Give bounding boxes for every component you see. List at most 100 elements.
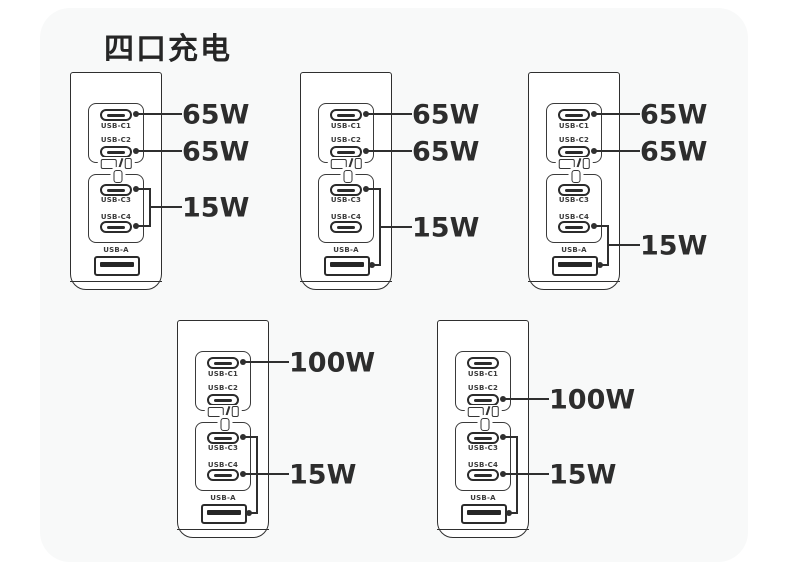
usb-c2-label: USB-C2: [207, 384, 239, 392]
usb-c4-label: USB-C4: [467, 461, 499, 469]
port-pin: [337, 188, 355, 192]
port-pin: [474, 398, 492, 402]
wattage-label: 100W: [289, 347, 376, 379]
usb-c4-label: USB-C4: [558, 213, 590, 221]
usb-a-port: [461, 504, 507, 524]
callout-line: [243, 473, 289, 475]
phone-icon: [571, 170, 581, 183]
usb-c2-label: USB-C2: [558, 136, 590, 144]
usb-c1-label: USB-C1: [207, 370, 239, 378]
wattage-label: 15W: [412, 212, 480, 244]
port-pin: [107, 113, 125, 117]
usb-a-port: [552, 256, 598, 276]
usb-c3-port: [207, 432, 239, 444]
laptop-icon: [100, 158, 117, 169]
charger-diagram-1: USB-C1 USB-C2 USB-C3 USB-C4 USB-A: [70, 72, 262, 290]
port-pin: [107, 150, 125, 154]
usb-a-label: USB-A: [561, 246, 587, 254]
usb-a-contact: [558, 262, 592, 267]
port-pin: [337, 150, 355, 154]
phone-icon: [113, 170, 123, 183]
wattage-label: 15W: [640, 230, 708, 262]
callout-line: [509, 512, 517, 514]
laptop-icon: [207, 406, 224, 417]
port-pin: [214, 473, 232, 477]
usb-c2-label: USB-C2: [100, 136, 132, 144]
charger-body: USB-C1 USB-C2 USB-C3 USB-C4 USB-A: [528, 72, 620, 290]
usb-c3-label: USB-C3: [207, 444, 239, 452]
usb-c4-port: [207, 469, 239, 481]
phone-icon: [582, 158, 590, 169]
phone-icon: [491, 406, 499, 417]
wattage-label: 15W: [182, 192, 250, 224]
port-pin: [107, 225, 125, 229]
port-pin: [337, 225, 355, 229]
charger-diagram-5: USB-C1 USB-C2 USB-C3 USB-C4 USB-A: [437, 320, 635, 538]
usb-c3-port: [467, 432, 499, 444]
callout-line: [366, 188, 380, 190]
charger-body: USB-C1 USB-C2 USB-C3 USB-C4 USB-A: [437, 320, 529, 538]
usb-a-contact: [207, 510, 241, 515]
phone-icon: [480, 418, 490, 431]
slash-divider: [485, 406, 490, 417]
callout-line: [600, 264, 608, 266]
usb-c1-label: USB-C1: [558, 122, 590, 130]
usb-c3-label: USB-C3: [330, 196, 362, 204]
slash-divider: [118, 158, 123, 169]
port-pin: [474, 361, 492, 365]
callout-line: [503, 436, 517, 438]
usb-a-contact: [100, 262, 134, 267]
phone-icon: [231, 406, 239, 417]
usb-c4-port: [330, 221, 362, 233]
callout-line: [249, 512, 257, 514]
usb-c3-label: USB-C3: [467, 444, 499, 452]
usb-c4-label: USB-C4: [100, 213, 132, 221]
callout-line: [372, 264, 380, 266]
port-pin: [565, 150, 583, 154]
phone-icon: [354, 158, 362, 169]
callout-line: [594, 113, 640, 115]
wattage-label: 65W: [412, 136, 480, 168]
usb-c3-port: [558, 184, 590, 196]
port-pin: [337, 113, 355, 117]
usb-c1-port: [467, 357, 499, 369]
usb-c1-port: [330, 109, 362, 121]
device-icons-row: [555, 157, 593, 170]
wattage-label: 15W: [549, 459, 617, 491]
usb-c1-port: [100, 109, 132, 121]
usb-c3-port: [330, 184, 362, 196]
wattage-label: 65W: [640, 99, 708, 131]
port-pin: [214, 436, 232, 440]
wattage-label: 65W: [182, 136, 250, 168]
usb-a-contact: [330, 262, 364, 267]
callout-line: [136, 188, 150, 190]
usb-c2-label: USB-C2: [330, 136, 362, 144]
callout-line: [380, 226, 412, 228]
usb-c3-label: USB-C3: [100, 196, 132, 204]
callout-line: [503, 473, 549, 475]
port-pin: [474, 473, 492, 477]
wattage-label: 65W: [640, 136, 708, 168]
usb-a-contact: [467, 510, 501, 515]
charger-diagram-2: USB-C1 USB-C2 USB-C3 USB-C4 USB-A: [300, 72, 492, 290]
usb-c4-port: [100, 221, 132, 233]
usb-c2-label: USB-C2: [467, 384, 499, 392]
port-pin: [214, 398, 232, 402]
usb-c3-port: [100, 184, 132, 196]
charger-diagram-3: USB-C1 USB-C2 USB-C3 USB-C4 USB-A: [528, 72, 720, 290]
wattage-label: 65W: [412, 99, 480, 131]
callout-line: [503, 398, 549, 400]
charger-body: USB-C1 USB-C2 USB-C3 USB-C4 USB-A: [70, 72, 162, 290]
usb-c1-port: [207, 357, 239, 369]
usb-c1-label: USB-C1: [330, 122, 362, 130]
wattage-label: 15W: [289, 459, 357, 491]
usb-c3-label: USB-C3: [558, 196, 590, 204]
callout-line: [243, 361, 289, 363]
phone-icon: [220, 418, 230, 431]
port-pin: [565, 188, 583, 192]
port-pin: [565, 113, 583, 117]
callout-bracket: [256, 436, 258, 514]
port-pin: [214, 361, 232, 365]
callout-bracket: [516, 436, 518, 514]
callout-line: [136, 113, 182, 115]
